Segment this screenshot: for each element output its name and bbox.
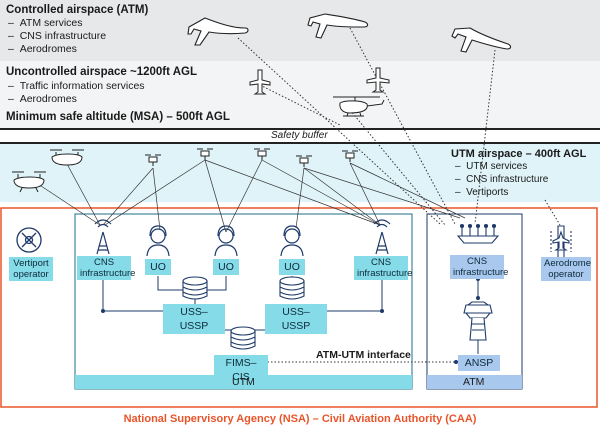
label-line: Vertiport	[13, 258, 49, 269]
cns-atm-icon	[456, 223, 500, 244]
utm-item: – CNS infrastructure	[455, 174, 549, 185]
label-line: infrastructure	[80, 268, 136, 279]
label-line: CNS	[466, 256, 488, 267]
uncontrolled-airspace-title: Uncontrolled airspace ~1200ft AGL	[6, 66, 197, 78]
atm-utm-interface-label: ATM-UTM interface	[316, 349, 411, 361]
helicopter-icon	[333, 96, 385, 117]
small-plane-icon	[366, 67, 390, 93]
cns-left-label: CNS infrastructure	[77, 256, 135, 280]
uncontrolled-item: – Aerodromes	[8, 93, 77, 105]
controlled-airspace-title: Controlled airspace (ATM)	[6, 4, 149, 16]
label-line: infrastructure	[357, 268, 413, 279]
airplane-icon	[187, 17, 249, 46]
ansp: ANSP	[458, 355, 500, 371]
label-line: CNS	[93, 257, 115, 268]
operator-icon	[280, 225, 304, 257]
database-icon	[279, 276, 305, 300]
drone-icon	[342, 150, 358, 162]
msa-title: Minimum safe altitude (MSA) – 500ft AGL	[6, 111, 230, 123]
small-plane-icon	[249, 69, 271, 95]
antenna-icon	[94, 219, 112, 255]
controlled-item: – ATM services	[8, 17, 83, 29]
cns-atm-label: CNS infrastructure	[450, 255, 508, 279]
airplane-icon	[307, 13, 369, 39]
passenger-drone-icon	[50, 149, 84, 166]
label-line: infrastructure	[453, 267, 509, 278]
label-line: operator	[13, 269, 49, 280]
drone-icon	[296, 155, 312, 167]
utm-airspace-band	[0, 144, 600, 202]
cns-mid-label: CNS infrastructure	[354, 256, 412, 280]
utm-item: – Vertiports	[455, 187, 509, 198]
atm-label-bar	[427, 375, 522, 389]
vertiport-operator-label: Vertiport operator	[9, 257, 53, 281]
label-line: operator	[548, 269, 584, 280]
utm-item: – UTM services	[455, 161, 528, 172]
label-line: CNS	[370, 257, 392, 268]
database-icon	[182, 276, 208, 300]
controlled-item: – CNS infrastructure	[8, 30, 107, 42]
aerodrome-icon	[550, 225, 572, 259]
uo-label: UO	[145, 259, 171, 275]
footer-title: National Supervisory Agency (NSA) – Civi…	[123, 413, 477, 425]
controlled-item: – Aerodromes	[8, 43, 77, 55]
airplane-icon	[451, 27, 512, 53]
uo-label: UO	[279, 259, 305, 275]
controlled-airspace-band	[0, 0, 600, 61]
utm-group-label: UTM	[232, 376, 255, 388]
passenger-drone-icon	[12, 171, 46, 193]
operator-icon	[146, 225, 170, 257]
safety-buffer-band	[0, 130, 600, 142]
uo-label: UO	[213, 259, 239, 275]
database-icon	[230, 326, 256, 350]
atm-group-label: ATM	[463, 376, 485, 388]
operator-icon	[214, 225, 238, 257]
drone-icon	[254, 148, 270, 160]
msa-line	[0, 128, 600, 130]
drone-icon	[197, 148, 213, 160]
uss-ussp-left: USS–USSP	[163, 304, 225, 334]
drone-links	[28, 159, 466, 233]
label-line: Aerodrome	[544, 258, 591, 269]
atm-dotted-links	[237, 27, 561, 226]
control-tower-icon	[463, 301, 493, 341]
vertiport-icon	[16, 227, 42, 253]
fims-cis: FIMS–CIS	[214, 355, 268, 385]
drone-icon	[145, 154, 161, 166]
uss-ussp-right: USS–USSP	[265, 304, 327, 334]
aerodrome-operator-label: Aerodrome operator	[541, 257, 591, 281]
antenna-icon	[373, 219, 391, 255]
uncontrolled-item: – Traffic information services	[8, 80, 145, 92]
uncontrolled-airspace-band	[0, 61, 600, 128]
utm-top-line	[0, 142, 600, 144]
safety-buffer-label: Safety buffer	[271, 130, 328, 141]
utm-airspace-title: UTM airspace – 400ft AGL	[451, 148, 587, 160]
